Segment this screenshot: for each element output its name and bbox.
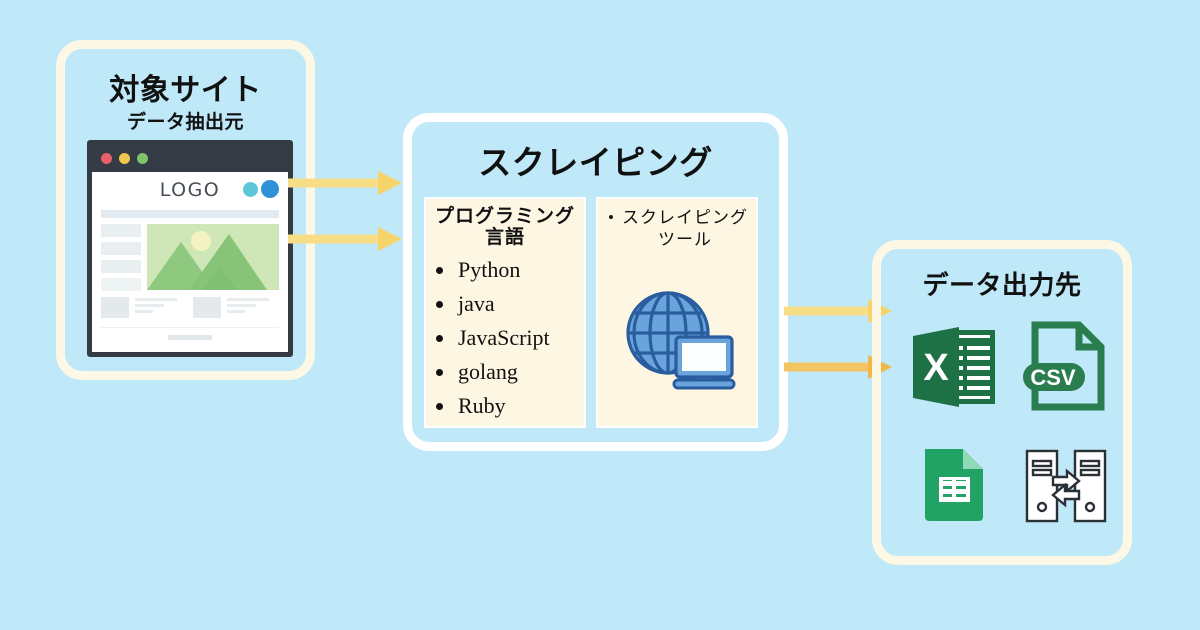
list-item: golang bbox=[456, 355, 584, 389]
text-line bbox=[135, 304, 164, 307]
text-line bbox=[227, 304, 256, 307]
heading-line-1: スクレイピング bbox=[622, 208, 748, 227]
svg-text:X: X bbox=[923, 347, 949, 389]
text-line bbox=[227, 310, 246, 313]
arrow-source-to-scraping-top bbox=[288, 171, 402, 195]
database-transfer-icon bbox=[1025, 449, 1107, 523]
scraping-panel: スクレイピング プログラミング 言語 Python java JavaScrip… bbox=[403, 113, 788, 451]
site-footer-placeholder bbox=[168, 335, 212, 340]
sidebar-block bbox=[101, 224, 141, 237]
arrow-source-to-scraping-bottom bbox=[288, 227, 402, 251]
data-output-title: データ出力先 bbox=[922, 270, 1082, 300]
site-cards-row bbox=[101, 297, 279, 318]
mountains-graphic bbox=[147, 234, 267, 290]
list-item: JavaScript bbox=[456, 321, 584, 355]
scraping-tools-heading: • スクレイピング ツール bbox=[598, 199, 756, 251]
excel-icon: X bbox=[913, 327, 995, 407]
programming-languages-heading: プログラミング 言語 bbox=[426, 199, 584, 249]
scraping-tools-box: • スクレイピング ツール bbox=[596, 197, 758, 428]
traffic-light-green-icon bbox=[137, 153, 148, 164]
card-thumbnail bbox=[101, 297, 129, 318]
svg-text:CSV: CSV bbox=[1030, 365, 1076, 390]
list-item: java bbox=[456, 287, 584, 321]
sidebar-block bbox=[101, 278, 141, 291]
programming-languages-box: プログラミング 言語 Python java JavaScript golang… bbox=[424, 197, 586, 428]
teal-circle-icon bbox=[243, 182, 258, 197]
hero-image-placeholder bbox=[147, 224, 279, 290]
csv-file-icon: CSV bbox=[1023, 321, 1105, 411]
browser-titlebar bbox=[92, 145, 288, 172]
source-site-panel: 対象サイト データ抽出元 LOGO bbox=[56, 40, 315, 380]
card-thumbnail bbox=[193, 297, 221, 318]
data-output-panel: データ出力先 X CSV bbox=[872, 240, 1132, 565]
card-text-lines bbox=[135, 297, 187, 313]
language-list: Python java JavaScript golang Ruby bbox=[426, 253, 584, 423]
bullet-icon: • bbox=[608, 208, 615, 227]
heading-line-1: プログラミング bbox=[434, 206, 575, 227]
text-line bbox=[227, 298, 269, 301]
browser-header-row: LOGO bbox=[92, 172, 288, 208]
scraping-title: スクレイピング bbox=[478, 144, 713, 181]
traffic-light-red-icon bbox=[101, 153, 112, 164]
blue-circle-icon bbox=[261, 180, 279, 198]
sidebar-block bbox=[101, 242, 141, 255]
heading-line-2: 言語 bbox=[484, 227, 525, 249]
site-sidebar-placeholder bbox=[101, 224, 141, 291]
computer-monitor-shape bbox=[672, 335, 736, 390]
card-text-lines bbox=[227, 297, 279, 313]
scraping-tools-heading-text: スクレイピング ツール bbox=[622, 207, 748, 251]
text-line bbox=[135, 310, 154, 313]
sun-icon bbox=[191, 231, 211, 251]
content-divider bbox=[101, 327, 279, 328]
source-site-subtitle: データ抽出元 bbox=[126, 112, 244, 133]
traffic-light-yellow-icon bbox=[119, 153, 130, 164]
site-navbar-placeholder bbox=[101, 210, 279, 218]
browser-viewport: LOGO bbox=[92, 172, 288, 352]
browser-window-mockup: LOGO bbox=[87, 140, 293, 357]
heading-line-2: ツール bbox=[658, 230, 712, 250]
site-content-row bbox=[101, 224, 279, 291]
google-sheets-icon bbox=[925, 449, 983, 521]
site-logo-text: LOGO bbox=[159, 179, 221, 201]
list-item: Ruby bbox=[456, 389, 584, 423]
list-item: Python bbox=[456, 253, 584, 287]
sidebar-block bbox=[101, 260, 141, 273]
globe-computer-icon bbox=[626, 291, 736, 390]
text-line bbox=[135, 298, 177, 301]
source-site-title: 対象サイト bbox=[109, 74, 262, 107]
